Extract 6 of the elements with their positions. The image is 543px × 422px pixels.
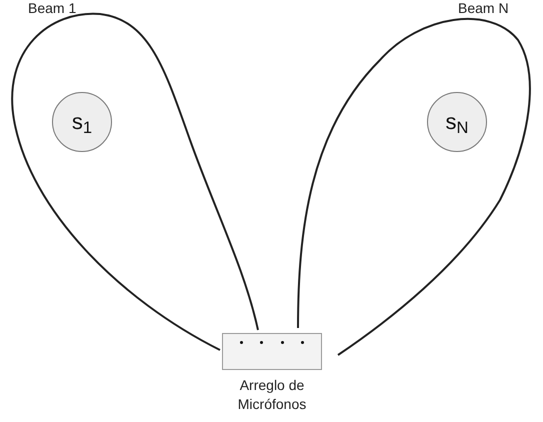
microphone-array-box: [222, 333, 322, 370]
beam-label: Beam N: [458, 1, 509, 15]
source-label: s$_{1}$: [72, 111, 92, 133]
array-caption: Arreglo de Micrófonos: [236, 376, 308, 414]
source-label: s$_{N}$: [446, 111, 468, 133]
beam-label: Beam 1: [28, 1, 76, 15]
